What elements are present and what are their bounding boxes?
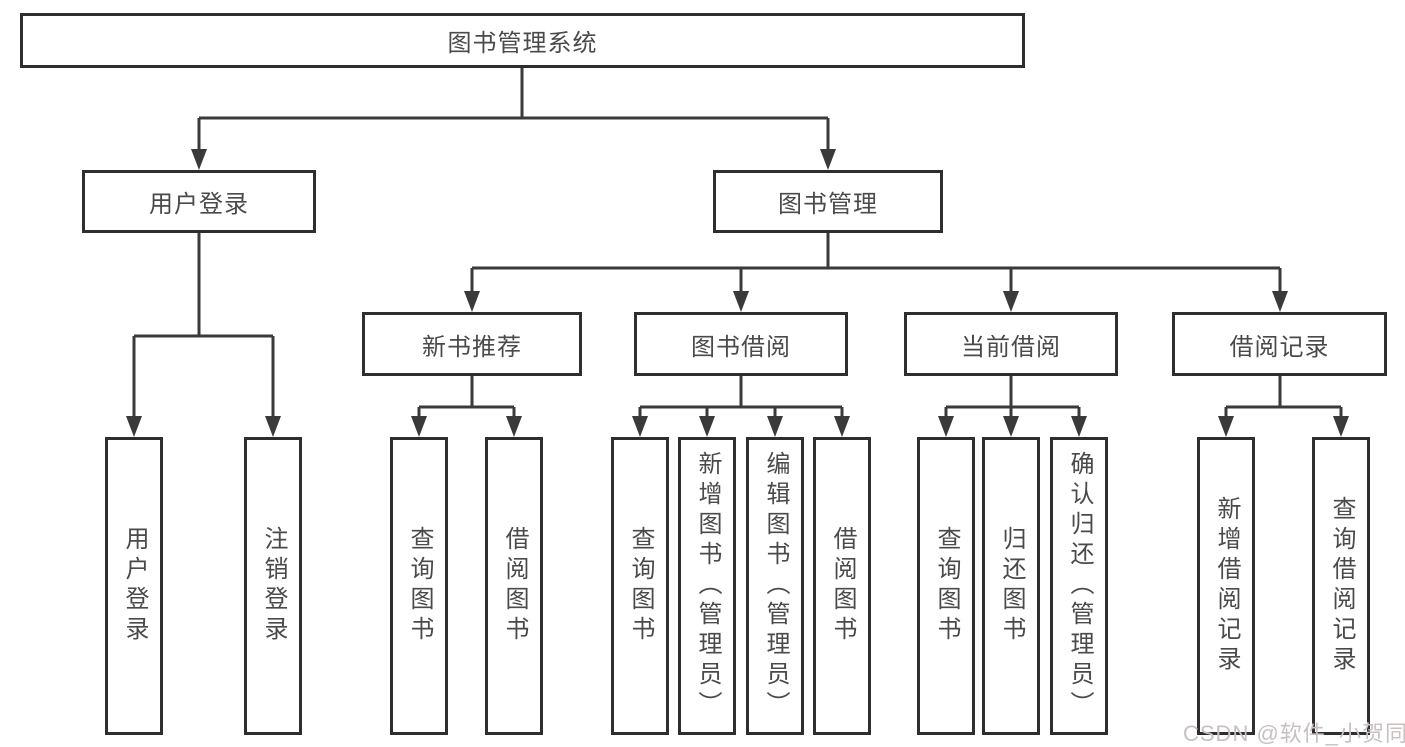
leaf-recommend-query-books-label: 查询图书 <box>406 526 433 646</box>
node-new-book-recommend: 新书推荐 <box>362 312 582 376</box>
leaf-return-books-label: 归还图书 <box>998 526 1025 646</box>
csdn-watermark: CSDN @软件_小贺同学 <box>1183 721 1405 746</box>
leaf-borrow-books-label: 借阅图书 <box>829 526 856 646</box>
leaf-logout: 注销登录 <box>244 437 302 735</box>
node-current-borrow: 当前借阅 <box>904 312 1118 376</box>
leaf-user-login-label: 用户登录 <box>121 526 148 646</box>
leaf-user-login: 用户登录 <box>105 437 163 735</box>
leaf-add-borrow-record: 新增借阅记录 <box>1197 437 1255 735</box>
node-root-label: 图书管理系统 <box>447 30 598 57</box>
node-book-management: 图书管理 <box>713 170 943 233</box>
leaf-add-books-admin: 新增图书（管理员） <box>678 437 736 735</box>
node-current-borrow-label: 当前借阅 <box>961 333 1061 361</box>
leaf-logout-label: 注销登录 <box>260 526 287 646</box>
node-user-login: 用户登录 <box>82 170 316 233</box>
node-book-borrow: 图书借阅 <box>634 312 848 376</box>
leaf-current-query-books-label: 查询图书 <box>933 526 960 646</box>
arrowheads <box>126 149 1349 437</box>
node-new-book-recommend-label: 新书推荐 <box>422 333 522 361</box>
leaf-borrow-books: 借阅图书 <box>813 437 871 735</box>
leaf-query-borrow-record-label: 查询借阅记录 <box>1328 496 1355 676</box>
node-book-borrow-label: 图书借阅 <box>691 333 791 361</box>
leaf-confirm-return-admin-label: 确认归还（管理员） <box>1066 451 1093 721</box>
leaf-borrow-query-books-label: 查询图书 <box>627 526 654 646</box>
node-borrow-records-label: 借阅记录 <box>1229 333 1330 361</box>
leaf-current-query-books: 查询图书 <box>917 437 975 735</box>
node-borrow-records: 借阅记录 <box>1172 312 1387 376</box>
leaf-recommend-borrow-books: 借阅图书 <box>485 437 543 735</box>
node-user-login-label: 用户登录 <box>149 191 249 218</box>
leaf-edit-books-admin: 编辑图书（管理员） <box>746 437 804 735</box>
node-book-management-label: 图书管理 <box>778 191 878 218</box>
leaf-recommend-borrow-books-label: 借阅图书 <box>501 526 528 646</box>
node-root: 图书管理系统 <box>20 13 1025 68</box>
leaf-add-books-admin-label: 新增图书（管理员） <box>694 451 721 721</box>
leaf-recommend-query-books: 查询图书 <box>390 437 448 735</box>
leaf-add-borrow-record-label: 新增借阅记录 <box>1213 496 1240 676</box>
leaf-borrow-query-books: 查询图书 <box>611 437 669 735</box>
leaf-return-books: 归还图书 <box>982 437 1040 735</box>
leaf-edit-books-admin-label: 编辑图书（管理员） <box>762 451 789 721</box>
leaf-confirm-return-admin: 确认归还（管理员） <box>1050 437 1108 735</box>
leaf-query-borrow-record: 查询借阅记录 <box>1312 437 1370 735</box>
